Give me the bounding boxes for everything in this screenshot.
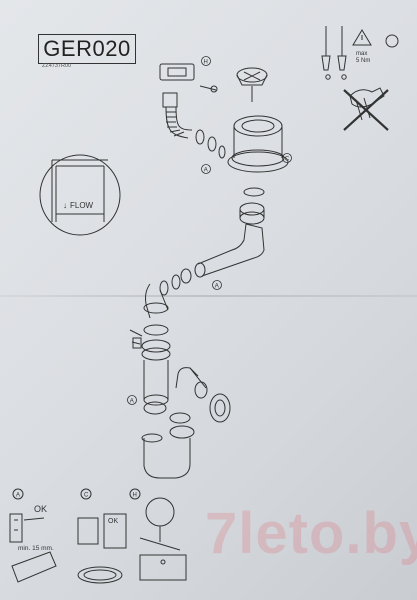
screwdriver-icon xyxy=(321,26,347,80)
svg-text:A: A xyxy=(215,284,219,290)
flow-detail-circle xyxy=(39,154,121,236)
detail-a-min: min. 15 mm. xyxy=(18,545,54,552)
detail-c-ok: OK xyxy=(108,518,118,525)
model-title: GER020 xyxy=(43,36,131,61)
detail-a-panel xyxy=(9,488,57,583)
overflow-hose xyxy=(162,92,226,159)
paper-fold xyxy=(0,295,417,297)
detail-h-letter: H xyxy=(133,493,137,499)
detail-a-ok: OK xyxy=(34,504,47,514)
bottle-trap xyxy=(141,367,231,479)
torque-max-label: max xyxy=(356,51,367,57)
flow-label: FLOW xyxy=(70,201,94,210)
callout-a-1: A xyxy=(201,164,211,174)
callout-a-3: A xyxy=(127,395,137,405)
callout-c-top: C xyxy=(282,153,292,163)
torque-value-label: 5 Nm xyxy=(356,58,370,64)
watermark: 7leto.by xyxy=(205,501,417,566)
article-code: ZZ4737R00 xyxy=(42,63,72,69)
strainer-basket xyxy=(236,67,268,102)
elbow-pipe xyxy=(159,223,265,296)
branch-tee xyxy=(129,283,171,406)
hand-tighten-icon xyxy=(385,34,399,48)
overflow-cover-plate xyxy=(159,63,195,81)
detail-h-panel xyxy=(129,488,187,581)
sink-outlet xyxy=(227,115,289,225)
callout-h-top: H xyxy=(201,56,211,66)
screw xyxy=(199,85,217,91)
warning-icon xyxy=(352,29,372,46)
flow-arrow: ↓ xyxy=(63,201,67,210)
svg-text:C: C xyxy=(285,157,290,163)
detail-c-letter: C xyxy=(84,493,89,499)
model-title-box: GER020 xyxy=(38,34,136,64)
svg-text:H: H xyxy=(204,60,208,66)
detail-a-letter: A xyxy=(16,493,20,499)
callout-a-2: A xyxy=(212,280,222,290)
svg-text:A: A xyxy=(130,399,134,405)
crossed-wrench-icon xyxy=(343,87,389,131)
svg-text:A: A xyxy=(204,168,208,174)
detail-c-panel xyxy=(77,488,127,584)
